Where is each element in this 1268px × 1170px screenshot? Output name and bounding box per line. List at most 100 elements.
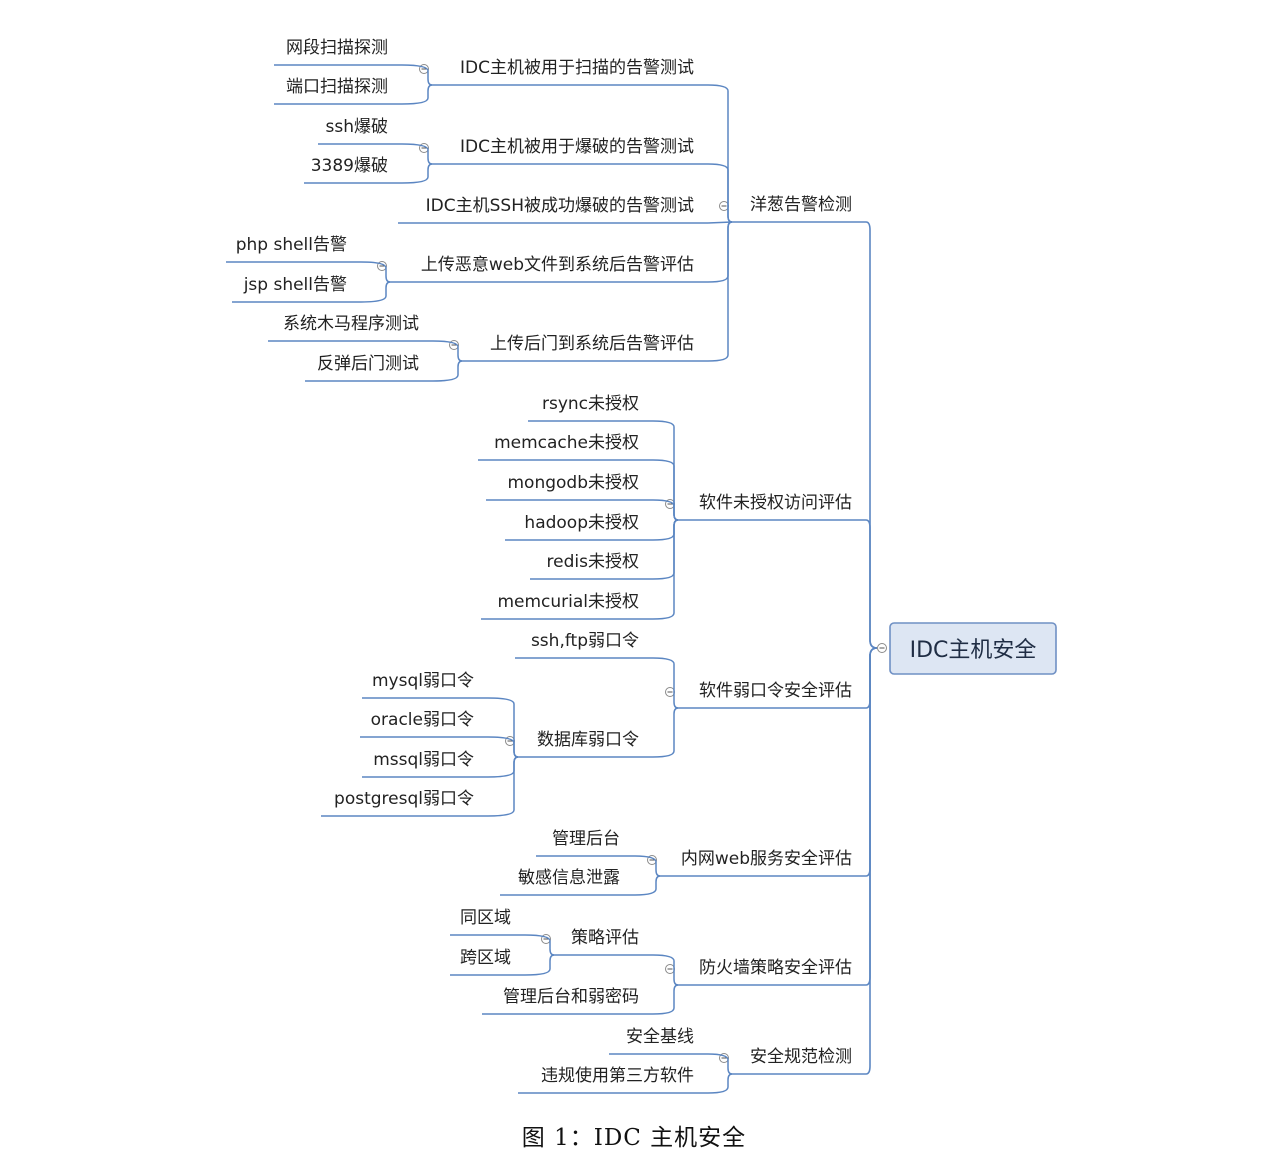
branch-4-item-0[interactable]: 策略评估	[554, 928, 653, 956]
branch-5-item-1[interactable]: 违规使用第三方软件	[518, 1065, 708, 1094]
branch-0-label: 洋葱告警检测	[750, 195, 852, 215]
branch-0-item-1-sub-1[interactable]: 3389爆破	[304, 156, 402, 184]
branch-0-item-0-sub-0-label: 网段扫描探测	[286, 38, 388, 58]
branch-4-item-1[interactable]: 管理后台和弱密码	[482, 987, 653, 1015]
branch-2-item-0-label: ssh,ftp弱口令	[531, 631, 639, 651]
branch-1-item-3[interactable]: hadoop未授权	[505, 513, 653, 541]
branch-0-item-4[interactable]: 上传后门到系统后告警评估	[462, 334, 708, 362]
branch-2-item-1-sub-1-label: oracle弱口令	[371, 710, 474, 730]
branch-2-item-1-label: 数据库弱口令	[537, 730, 639, 750]
branch-0-item-3-sub-1-label: jsp shell告警	[243, 275, 347, 295]
branch-2-item-1-sub-3-label: postgresql弱口令	[334, 789, 474, 809]
figure-caption: 图 1：IDC 主机安全	[521, 1125, 747, 1151]
branch-4-label: 防火墙策略安全评估	[699, 958, 852, 978]
branch-0-item-1-label: IDC主机被用于爆破的告警测试	[460, 137, 694, 157]
branch-1-item-4-label: redis未授权	[547, 552, 639, 572]
branch-1-item-2[interactable]: mongodb未授权	[486, 473, 653, 501]
branch-2[interactable]: 软件弱口令安全评估	[678, 681, 866, 709]
branch-0-item-0-sub-1[interactable]: 端口扫描探测	[274, 77, 402, 105]
branch-5-item-0-label: 安全基线	[626, 1027, 694, 1047]
root-connector-2	[865, 647, 878, 709]
root-connector-4	[865, 647, 878, 986]
root-collapse-toggle[interactable]	[877, 643, 887, 653]
branch-2-item-1-sub-2-label: mssql弱口令	[373, 750, 474, 770]
branch-5-connector-1	[707, 1073, 733, 1094]
branch-0-item-3-sub-1[interactable]: jsp shell告警	[232, 275, 361, 303]
branch-1-item-5-label: memcurial未授权	[497, 592, 639, 612]
branch-1-item-0-label: rsync未授权	[542, 394, 639, 414]
branch-0-item-1-sub-1-label: 3389爆破	[311, 156, 388, 176]
root-connector-1	[865, 519, 878, 649]
branch-1[interactable]: 软件未授权访问评估	[678, 493, 866, 521]
branch-4-toggle[interactable]	[665, 964, 675, 974]
branch-3-item-0-label: 管理后台	[552, 829, 620, 849]
branch-0-item-4-label: 上传后门到系统后告警评估	[490, 334, 694, 354]
branch-3-item-1[interactable]: 敏感信息泄露	[500, 868, 634, 896]
root-node[interactable]: IDC主机安全	[889, 622, 1057, 675]
branch-3-item-0[interactable]: 管理后台	[536, 829, 634, 857]
branch-0-item-3-sub-0[interactable]: php shell告警	[226, 235, 361, 263]
branch-0-connector-2	[707, 221, 733, 224]
branch-1-item-1[interactable]: memcache未授权	[478, 433, 653, 461]
branch-4-item-0-sub-0[interactable]: 同区域	[450, 908, 525, 936]
branch-0-item-0-connector-0	[401, 64, 433, 86]
branch-4-connector-1	[652, 984, 679, 1015]
branch-1-item-5[interactable]: memcurial未授权	[481, 592, 653, 620]
branch-4[interactable]: 防火墙策略安全评估	[678, 958, 866, 986]
branch-2-item-0[interactable]: ssh,ftp弱口令	[515, 631, 653, 659]
branch-0-item-0[interactable]: IDC主机被用于扫描的告警测试	[432, 58, 708, 86]
branch-0-item-1-sub-0-label: ssh爆破	[326, 117, 389, 137]
branch-5-connector-0	[707, 1053, 733, 1075]
branch-0-item-3-sub-0-label: php shell告警	[236, 235, 347, 255]
branch-4-item-0-connector-1	[524, 954, 555, 976]
branch-5-item-0[interactable]: 安全基线	[609, 1027, 708, 1055]
branch-5-label: 安全规范检测	[750, 1047, 852, 1067]
branch-2-item-1-sub-2[interactable]: mssql弱口令	[362, 750, 488, 778]
branch-2-item-1-sub-3[interactable]: postgresql弱口令	[321, 789, 488, 817]
branch-5[interactable]: 安全规范检测	[732, 1047, 866, 1075]
branch-0-item-2[interactable]: IDC主机SSH被成功爆破的告警测试	[398, 196, 708, 224]
branch-0-toggle[interactable]	[719, 201, 729, 211]
branch-1-item-4[interactable]: redis未授权	[530, 552, 653, 580]
branch-0-item-4-sub-0-label: 系统木马程序测试	[283, 314, 419, 334]
branch-0-item-1-connector-0	[401, 143, 433, 165]
root-node-label: IDC主机安全	[910, 638, 1037, 663]
branch-0-item-1-sub-0[interactable]: ssh爆破	[318, 117, 402, 145]
root-connector-5	[865, 647, 878, 1075]
branch-0-item-3[interactable]: 上传恶意web文件到系统后告警评估	[390, 255, 708, 283]
branch-2-item-1-sub-0-label: mysql弱口令	[372, 671, 474, 691]
branch-4-item-1-label: 管理后台和弱密码	[503, 987, 639, 1007]
branch-1-label: 软件未授权访问评估	[699, 493, 852, 513]
branch-2-item-1[interactable]: 数据库弱口令	[518, 730, 653, 758]
branch-0-item-0-label: IDC主机被用于扫描的告警测试	[460, 58, 694, 78]
branch-1-connector-2	[652, 499, 679, 521]
branch-2-item-1-sub-0[interactable]: mysql弱口令	[362, 671, 488, 699]
branch-4-item-0-label: 策略评估	[571, 928, 639, 948]
branch-0-item-0-sub-0[interactable]: 网段扫描探测	[274, 38, 402, 66]
branch-1-item-1-label: memcache未授权	[494, 433, 639, 453]
branch-0-item-0-sub-1-label: 端口扫描探测	[286, 77, 388, 97]
branch-3-label: 内网web服务安全评估	[681, 849, 852, 869]
branch-0-item-1[interactable]: IDC主机被用于爆破的告警测试	[432, 137, 708, 165]
branch-1-item-2-label: mongodb未授权	[507, 473, 639, 493]
root-connector-3	[865, 647, 878, 877]
branch-1-item-3-label: hadoop未授权	[524, 513, 639, 533]
branch-2-toggle[interactable]	[665, 687, 675, 697]
branch-4-item-0-sub-1[interactable]: 跨区域	[450, 948, 525, 976]
branch-2-item-1-sub-1[interactable]: oracle弱口令	[360, 710, 488, 738]
branch-2-connector-0	[652, 657, 679, 709]
mindmap-diagram: IDC主机安全 洋葱告警检测 IDC主机被用于扫描的告警测试 网段扫描探测端口扫描探测…	[226, 38, 1057, 1094]
branch-0-connector-4	[707, 221, 733, 362]
branch-0-item-4-sub-1[interactable]: 反弹后门测试	[305, 354, 433, 382]
branch-0-item-3-label: 上传恶意web文件到系统后告警评估	[421, 255, 694, 275]
branch-2-item-1-connector-1	[487, 736, 519, 758]
root-connector-0	[865, 221, 878, 649]
branch-2-connector-1	[652, 707, 679, 758]
branch-0-item-4-sub-0[interactable]: 系统木马程序测试	[268, 314, 433, 342]
branch-0-item-1-connector-1	[401, 163, 433, 184]
branch-0-item-4-connector-0	[432, 340, 463, 362]
branch-1-item-0[interactable]: rsync未授权	[528, 394, 653, 422]
branch-3[interactable]: 内网web服务安全评估	[660, 849, 866, 877]
branch-0[interactable]: 洋葱告警检测	[732, 195, 866, 223]
branch-2-item-1-connector-3	[487, 756, 519, 817]
